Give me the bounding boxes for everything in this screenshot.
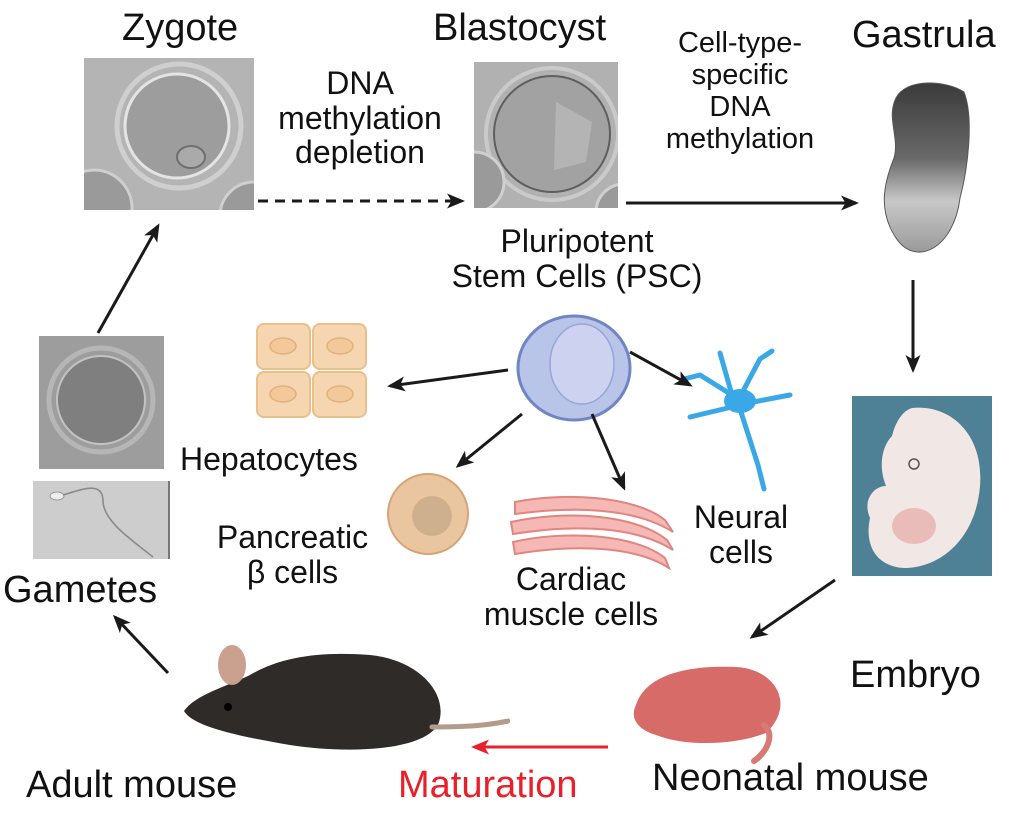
neonatal-mouse-label: Neonatal mouse bbox=[652, 757, 929, 799]
arrow-psc-to-neural bbox=[629, 350, 693, 387]
embryo-image bbox=[852, 396, 992, 576]
blastocyst-label: Blastocyst bbox=[433, 7, 607, 49]
transition-line: Cell-type- bbox=[677, 27, 803, 59]
transition-line: methylation bbox=[278, 99, 442, 136]
oocyte-illustration bbox=[46, 345, 156, 455]
blastocyst-illustration bbox=[474, 66, 618, 208]
psc-cell-icon bbox=[516, 314, 632, 422]
transition-line: methylation bbox=[665, 122, 815, 155]
transition-line: depletion bbox=[295, 134, 425, 171]
gametes-label: Gametes bbox=[3, 569, 158, 611]
zygote-image bbox=[84, 58, 254, 210]
cardiac-line1: Cardiac bbox=[515, 561, 627, 597]
arrow-gametes-to-zygote bbox=[96, 223, 160, 334]
psc-title: Pluripotent Stem Cells (PSC) bbox=[412, 224, 742, 293]
sperm-illustration bbox=[49, 487, 154, 558]
neural-cells-label: Neural cells bbox=[676, 500, 806, 569]
psc-title-line1: Pluripotent bbox=[500, 223, 654, 259]
transition-line: DNA bbox=[709, 90, 771, 123]
pancreatic-beta-cells-label: Pancreatic β cells bbox=[200, 520, 385, 589]
neural-line1: Neural bbox=[693, 499, 789, 535]
oocyte-image bbox=[39, 336, 164, 469]
cell-type-specific-methylation-label: Cell-type- specific DNA methylation bbox=[640, 27, 840, 156]
adult-mouse-label: Adult mouse bbox=[26, 764, 238, 806]
arrow-adult-to-gametes bbox=[112, 614, 170, 675]
hepatocytes-label: Hepatocytes bbox=[180, 441, 358, 477]
gastrula-image bbox=[883, 82, 970, 253]
gastrula-label: Gastrula bbox=[852, 14, 996, 56]
sperm-image bbox=[33, 481, 170, 559]
neonatal-mouse-image bbox=[633, 666, 781, 764]
methylation-depletion-label: DNA methylation depletion bbox=[270, 66, 450, 170]
maturation-label: Maturation bbox=[398, 764, 578, 806]
arrow-psc-to-cardiac bbox=[590, 413, 626, 491]
zygote-label: Zygote bbox=[122, 7, 239, 49]
transition-line: DNA bbox=[326, 65, 394, 101]
arrow-psc-to-hepatocytes bbox=[387, 368, 509, 392]
cardiac-muscle-cells-label: Cardiac muscle cells bbox=[466, 562, 676, 631]
embryo-illustration bbox=[867, 407, 981, 568]
cardiac-cell-icon bbox=[509, 495, 674, 570]
pancreatic-line1: Pancreatic bbox=[216, 519, 369, 555]
arrow-psc-to-pancreatic bbox=[455, 412, 523, 468]
pancreatic-cell-icon bbox=[387, 473, 469, 555]
arrow-embryo-to-neonatal bbox=[749, 578, 836, 639]
transition-line: specific bbox=[691, 58, 789, 91]
cardiac-line2: muscle cells bbox=[483, 595, 659, 632]
hepatocytes-icon bbox=[256, 323, 367, 418]
neural-line2: cells bbox=[708, 533, 773, 570]
blastocyst-image bbox=[474, 62, 618, 208]
zygote-illustration bbox=[84, 61, 254, 210]
pancreatic-line2: β cells bbox=[246, 553, 339, 590]
psc-title-line2: Stem Cells (PSC) bbox=[451, 257, 703, 294]
embryo-label: Embryo bbox=[850, 654, 981, 696]
adult-mouse-image bbox=[184, 645, 510, 750]
